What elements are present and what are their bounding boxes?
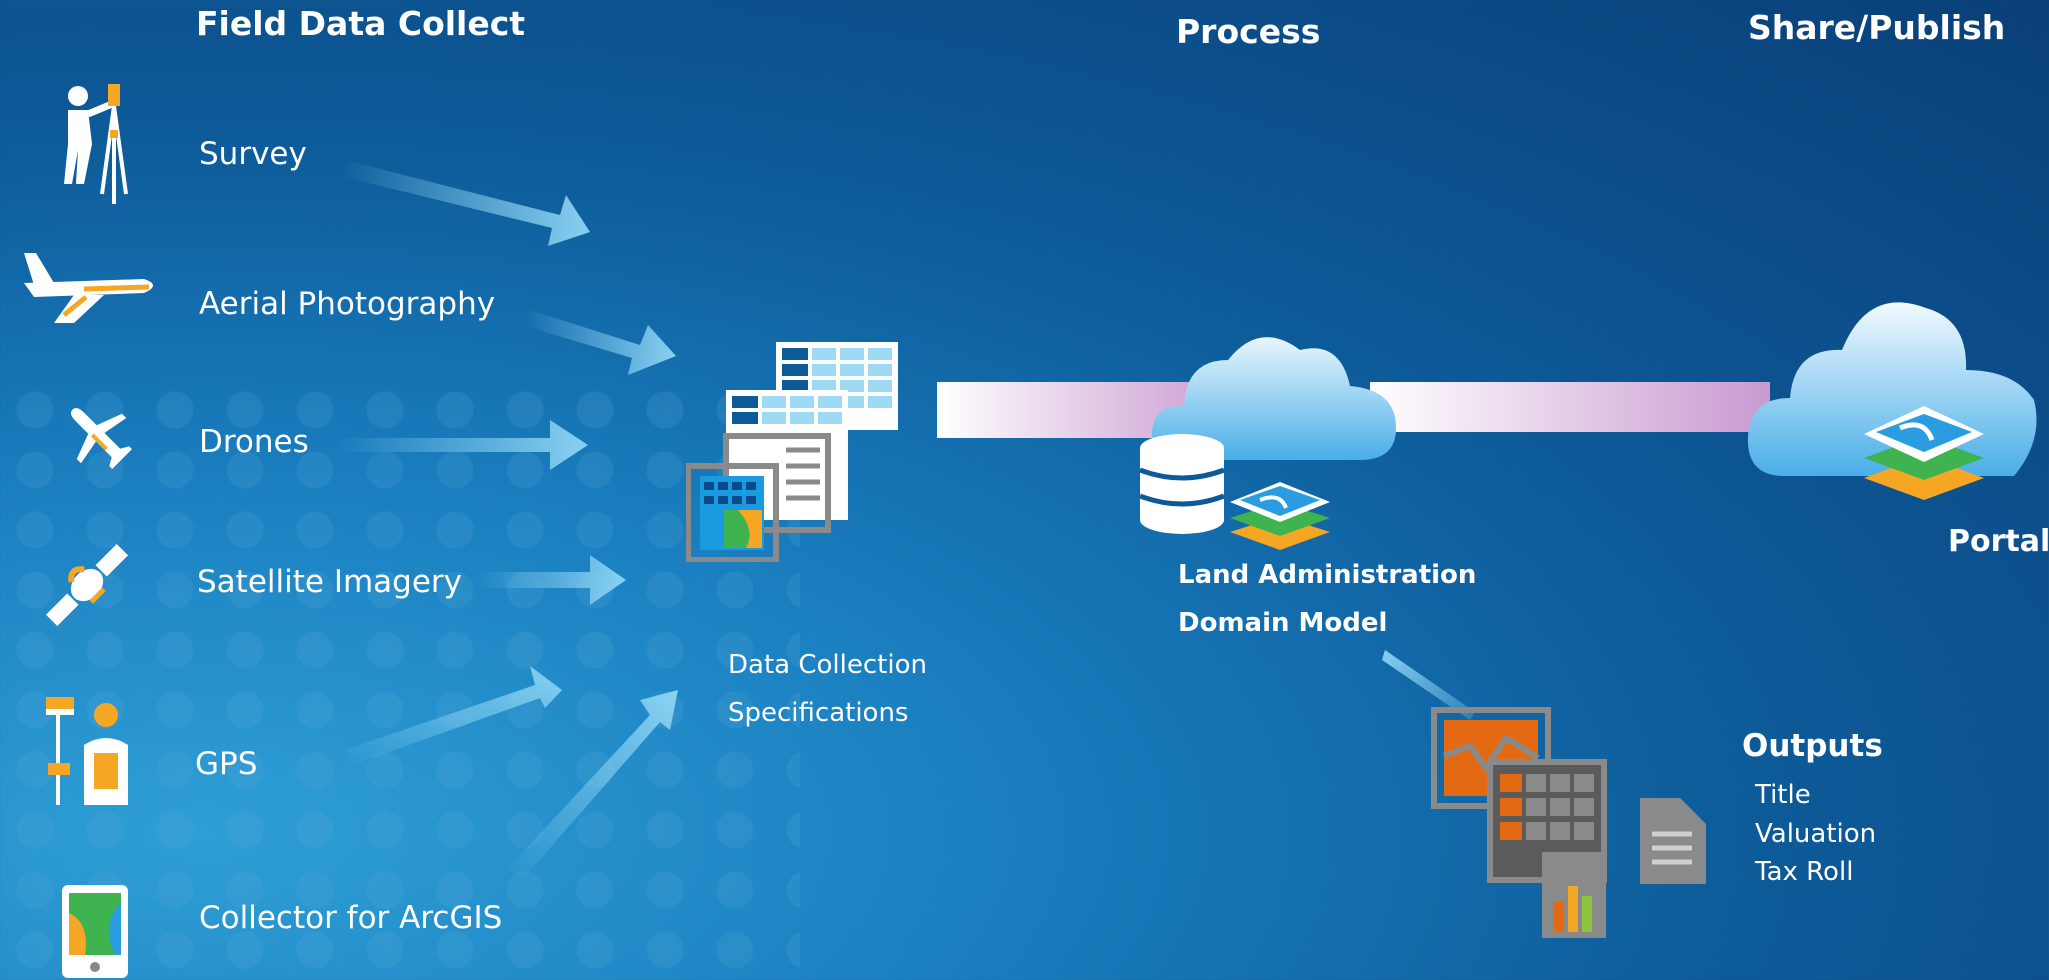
model-line1: Land Administration [1178, 560, 1477, 590]
heading-process: Process [1176, 12, 1321, 51]
data-collection-line2: Specifications [728, 698, 909, 728]
flow-bar-right [1370, 382, 1770, 432]
airplane-icon [24, 253, 153, 323]
drone-icon [70, 407, 132, 469]
data-tables-icon [686, 342, 898, 562]
heading-field-data-collect: Field Data Collect [196, 4, 526, 43]
source-label-aerial-photography: Aerial Photography [199, 286, 496, 322]
gps-surveyor-icon [46, 697, 128, 805]
source-label-drones: Drones [199, 424, 309, 460]
arrow-outputs [1382, 650, 1475, 720]
mobile-map-icon [62, 885, 128, 978]
portal-label: Portal [1948, 524, 2049, 559]
background-pattern [0, 380, 800, 980]
satellite-icon [45, 543, 129, 627]
arrow-survey [340, 160, 590, 246]
portal-cloud-icon [1747, 302, 2037, 500]
source-label-satellite-imagery: Satellite Imagery [197, 564, 462, 600]
arrow-aerial [525, 310, 676, 375]
outputs-item-tax-roll: Tax Roll [1755, 857, 1854, 887]
outputs-item-title: Title [1755, 780, 1811, 810]
arrow-gps [345, 666, 562, 766]
arrow-drones [335, 420, 588, 470]
surveyor-icon [64, 84, 128, 204]
arrow-satellite [480, 555, 626, 605]
source-label-survey: Survey [199, 136, 307, 172]
model-line2: Domain Model [1178, 608, 1388, 638]
outputs-reports-icon [1431, 707, 1706, 938]
source-label-gps: GPS [195, 746, 258, 782]
outputs-title: Outputs [1742, 728, 1883, 764]
heading-share-publish: Share/Publish [1748, 8, 2006, 47]
process-cloud-icon [1140, 337, 1396, 550]
source-label-collector: Collector for ArcGIS [199, 900, 503, 936]
arrow-collector [508, 690, 678, 880]
outputs-item-valuation: Valuation [1755, 819, 1877, 849]
data-collection-line1: Data Collection [728, 650, 927, 680]
